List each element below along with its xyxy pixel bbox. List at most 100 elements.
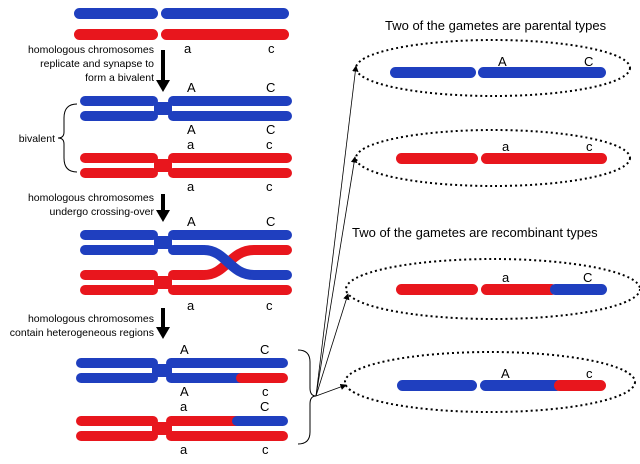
step-3: homologous chromosomes contain heterogen… <box>10 308 170 339</box>
crossover-blue-centromere <box>154 236 172 249</box>
initial-blue-chromosome-left-arm <box>74 8 158 19</box>
resolved-red-1-right <box>166 416 242 426</box>
step-1-line-1: homologous chromosomes <box>28 44 154 56</box>
locus-a-crossover: a <box>187 298 195 313</box>
red-sister-chromatids <box>80 153 292 178</box>
step-3-line-1: homologous chromosomes <box>28 313 154 325</box>
locus-C-resolved-top: C <box>260 342 269 357</box>
blue-chromatid-1-left <box>80 96 158 106</box>
resolved-blue-1-left <box>76 358 158 368</box>
blue-centromere <box>154 102 172 115</box>
arrow-to-gamete-3 <box>315 293 350 397</box>
locus-a-resolved-bottom: a <box>180 442 188 457</box>
resolved-blue-centromere <box>152 364 172 377</box>
initial-locus-c: c <box>268 41 275 56</box>
gamete-1-outline <box>355 39 631 97</box>
step-1-line-3: form a bivalent <box>85 72 154 84</box>
red-chromatid-2-left <box>80 168 158 178</box>
gamete-1-locus-A: A <box>498 54 507 69</box>
gamete-2-outline <box>355 129 631 187</box>
gamete-2-locus-c: c <box>586 139 593 154</box>
resolved-blue-2-left <box>76 373 158 383</box>
gamete-3-locus-a: a <box>502 270 510 285</box>
gamete-3-recombinant: a C <box>345 258 640 320</box>
gamete-3-locus-C: C <box>583 270 592 285</box>
resolved-chromatids: A C A c a C a c <box>76 342 317 457</box>
gamete-4-outline <box>344 351 636 413</box>
crossover-blue-1-left <box>80 230 158 240</box>
bivalent-brace <box>57 103 78 173</box>
resolved-red-2-left <box>76 431 158 441</box>
gamete-1-locus-C: C <box>584 54 593 69</box>
gamete-arrows <box>315 65 359 397</box>
resolved-red-centromere <box>152 422 172 435</box>
gamete-1-left-arm <box>390 67 476 78</box>
resolved-blue-tip-on-red <box>232 416 288 426</box>
locus-C-resolved-mid: C <box>260 399 269 414</box>
gamete-4-recombinant: A c <box>344 351 636 413</box>
step-2-arrowhead <box>156 210 170 222</box>
crossover-blue-2-left <box>80 245 158 255</box>
locus-A-top: A <box>187 80 196 95</box>
crossover-blue-2-right-stub <box>168 245 208 255</box>
resolved-blue-1-right <box>166 358 288 368</box>
crossover-red-centromere <box>154 276 172 289</box>
locus-A-mid: A <box>187 122 196 137</box>
resolved-red-1-left <box>76 416 158 426</box>
locus-A-crossover: A <box>187 214 196 229</box>
crossover-red-1-right-stub <box>168 270 208 280</box>
crossover-red-2-left <box>80 285 158 295</box>
gamete-4-right-arm-blue <box>480 380 562 391</box>
locus-A-resolved-mid: A <box>180 384 189 399</box>
crossover-blue-1-right <box>168 230 292 240</box>
locus-a-mid: a <box>187 137 195 152</box>
locus-c-bottom: c <box>266 179 273 194</box>
blue-chromatid-1-right <box>168 96 292 106</box>
initial-red-chromosome-right-arm <box>161 29 289 40</box>
locus-C-top: C <box>266 80 275 95</box>
bivalent-label: bivalent <box>19 133 55 145</box>
gamete-2-right-arm <box>481 153 607 164</box>
gamete-3-left-arm <box>396 284 478 295</box>
crossover-blue-tip <box>250 270 292 280</box>
step-1: homologous chromosomes replicate and syn… <box>28 44 170 92</box>
initial-blue-chromosome-right-arm <box>161 8 289 19</box>
arrow-to-gamete-4 <box>315 383 347 397</box>
step-3-line-2: contain heterogeneous regions <box>10 327 154 339</box>
gamete-4-right-arm-red <box>554 380 606 391</box>
step-3-arrowhead <box>156 327 170 339</box>
crossing-over: A C a c <box>80 214 292 313</box>
blue-sister-chromatids <box>80 96 292 121</box>
gamete-1-right-arm <box>478 67 606 78</box>
step-2-line-1: homologous chromosomes <box>28 192 154 204</box>
gamete-1-parental: A C <box>355 39 631 97</box>
resolved-blue-2-right <box>166 373 246 383</box>
red-chromatid-1-left <box>80 153 158 163</box>
crossover-blue-strand <box>199 245 259 280</box>
recombinant-heading: Two of the gametes are recombinant types <box>352 225 598 240</box>
crossover-red-1-left <box>80 270 158 280</box>
resolved-red-2-right <box>166 431 288 441</box>
locus-A-resolved-top: A <box>180 342 189 357</box>
crossover-red-2-right <box>168 285 292 295</box>
locus-c-mid: c <box>266 137 273 152</box>
arrow-to-gamete-2 <box>315 156 358 397</box>
gamete-4-locus-c: c <box>586 366 593 381</box>
crossover-red-tip <box>252 245 292 255</box>
initial-locus-a: a <box>184 41 192 56</box>
bivalent: A C A C a c a c bivalent <box>19 80 292 194</box>
step-1-arrowhead <box>156 80 170 92</box>
gamete-2-locus-a: a <box>502 139 510 154</box>
parental-heading: Two of the gametes are parental types <box>385 18 607 33</box>
gamete-3-right-arm-blue <box>550 284 607 295</box>
step-1-line-2: replicate and synapse to <box>40 58 154 70</box>
blue-chromatid-2-left <box>80 111 158 121</box>
step-2-line-2: undergo crossing-over <box>50 206 155 218</box>
arrow-to-gamete-1 <box>315 65 359 397</box>
locus-a-resolved-mid: a <box>180 399 188 414</box>
red-chromatid-2-right <box>168 168 292 178</box>
locus-c-crossover: c <box>266 298 273 313</box>
gamete-2-left-arm <box>396 153 478 164</box>
locus-a-bottom: a <box>187 179 195 194</box>
